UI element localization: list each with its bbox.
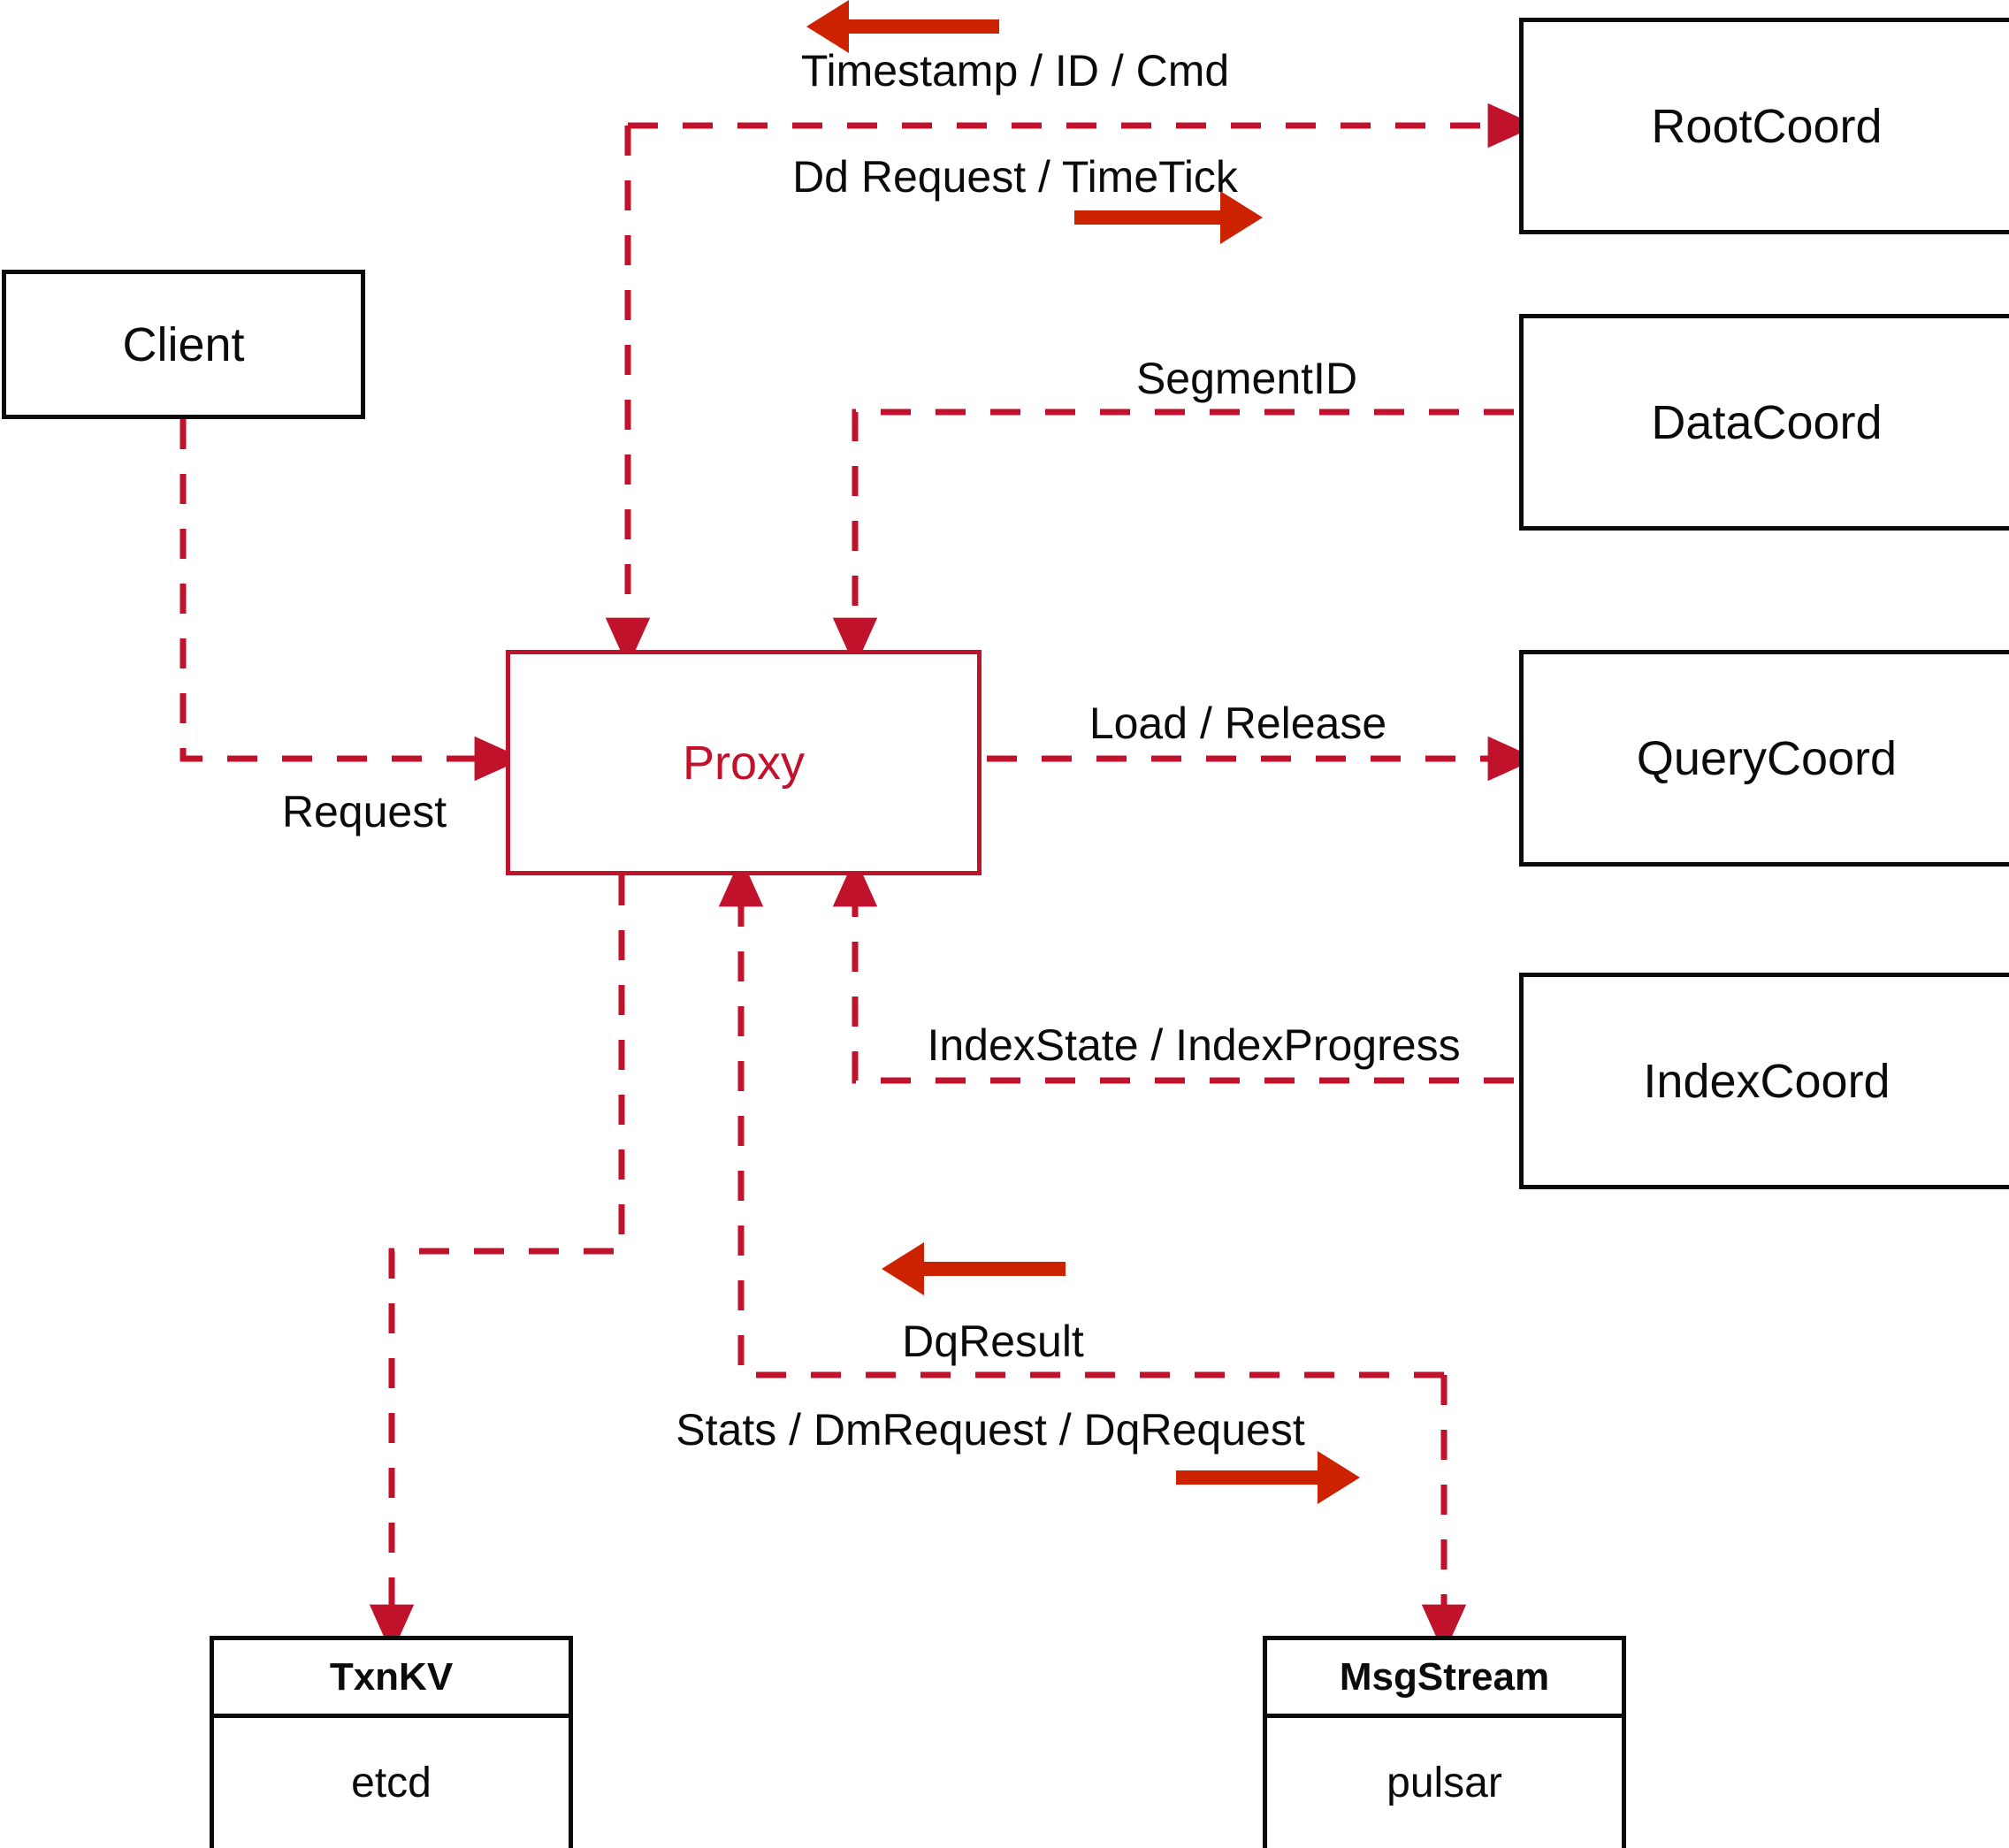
node-txnkv-title: TxnKV [329, 1654, 454, 1699]
arrow-dd-request-timetick-right [1074, 191, 1263, 244]
edge-label-dq-result: DqResult [902, 1317, 1084, 1366]
arrow-stats-dm-dq-request-right [1176, 1451, 1360, 1504]
edge-msgstream-to-proxy [718, 857, 1444, 1378]
node-querycoord[interactable]: QueryCoord [1519, 650, 2009, 867]
node-proxy-label: Proxy [682, 736, 806, 790]
node-txnkv-header: TxnKV [214, 1640, 569, 1718]
edge-label-stats-dm-dq-request: Stats / DmRequest / DqRequest [676, 1405, 1305, 1455]
node-txnkv[interactable]: TxnKV etcd [210, 1636, 573, 1848]
node-msgstream-header: MsgStream [1267, 1640, 1622, 1718]
node-msgstream-impl: pulsar [1386, 1760, 1502, 1806]
edge-label-dd-request-timetick: Dd Request / TimeTick [792, 152, 1238, 202]
node-indexcoord-label: IndexCoord [1643, 1054, 1891, 1108]
node-txnkv-body: etcd [214, 1718, 569, 1848]
edge-label-index-state-progress: IndexState / IndexProgress [927, 1020, 1461, 1070]
node-datacoord-label: DataCoord [1651, 395, 1883, 449]
edge-label-timestamp-id-cmd: Timestamp / ID / Cmd [800, 46, 1230, 95]
node-client-label: Client [122, 317, 245, 371]
edge-label-load-release: Load / Release [1089, 699, 1387, 748]
node-datacoord[interactable]: DataCoord [1519, 314, 2009, 531]
node-client[interactable]: Client [2, 270, 365, 419]
direction-arrow-group [806, 0, 1360, 1504]
edge-datacoord-to-proxy [832, 409, 1514, 668]
arrow-dqresult-left [882, 1242, 1066, 1295]
node-rootcoord-label: RootCoord [1651, 99, 1883, 153]
edge-client-to-proxy [180, 419, 524, 782]
arrow-timestamp-id-cmd-left [806, 0, 999, 53]
edge-proxy-to-txnkv [369, 875, 625, 1654]
edge-indexcoord-to-proxy [832, 857, 1514, 1084]
node-txnkv-impl: etcd [351, 1760, 432, 1806]
node-proxy[interactable]: Proxy [506, 650, 982, 875]
node-rootcoord[interactable]: RootCoord [1519, 18, 2009, 234]
node-msgstream-body: pulsar [1267, 1718, 1622, 1848]
node-indexcoord[interactable]: IndexCoord [1519, 973, 2009, 1189]
node-msgstream[interactable]: MsgStream pulsar [1263, 1636, 1626, 1848]
node-querycoord-label: QueryCoord [1636, 731, 1898, 785]
edge-label-segment-id: SegmentID [1135, 354, 1358, 403]
edge-label-request: Request [281, 787, 447, 836]
node-msgstream-title: MsgStream [1339, 1654, 1550, 1699]
